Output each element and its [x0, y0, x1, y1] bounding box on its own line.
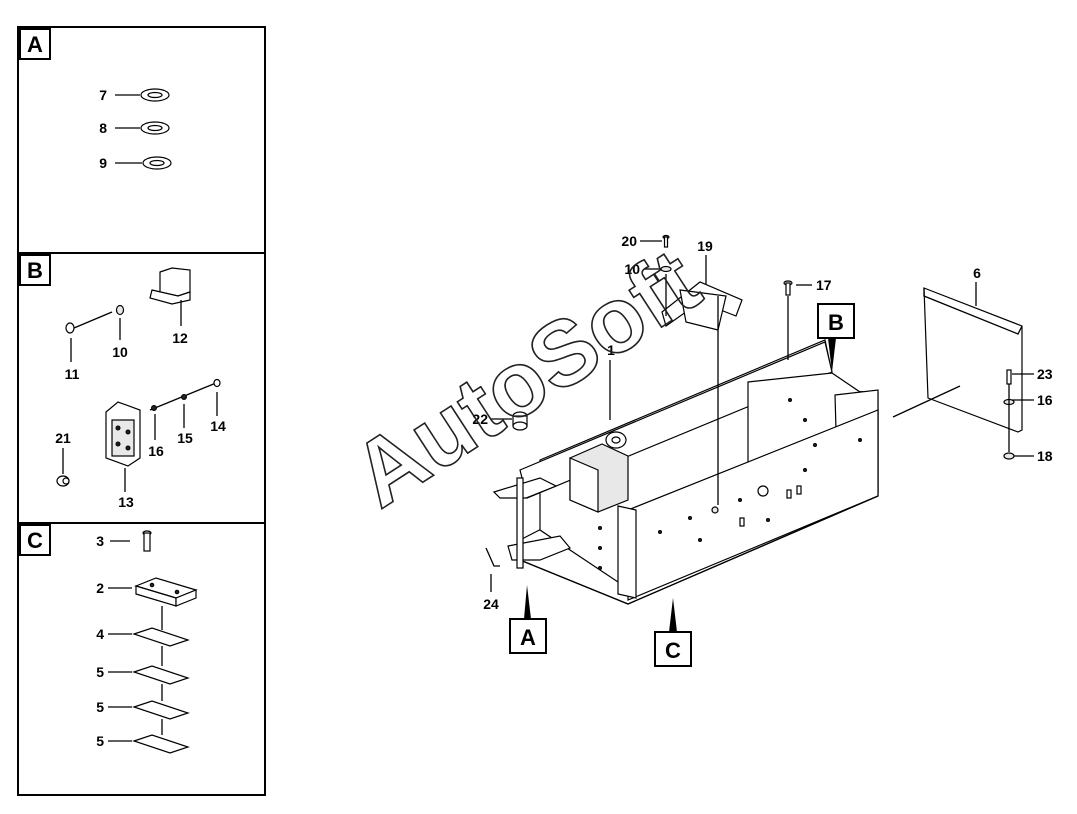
callout-10: 10 [112, 344, 128, 360]
callout-11: 11 [65, 366, 80, 382]
callout-24: 24 [483, 596, 499, 612]
shim-4 [108, 627, 190, 647]
shim-5-a [108, 665, 190, 685]
callout-20: 20 [621, 233, 637, 249]
detail-panel-c: C [17, 522, 266, 796]
bracket-12 [149, 267, 191, 326]
callout-15: 15 [177, 430, 193, 446]
view-tag-b: B [817, 303, 855, 372]
callout-16: 16 [148, 443, 164, 459]
callout-2: 2 [96, 580, 104, 596]
callout-5-a: 5 [96, 664, 104, 680]
callout-13: 13 [118, 494, 134, 510]
plate-2 [108, 577, 198, 630]
view-tag-c: C [654, 598, 692, 667]
washer-7 [115, 88, 170, 102]
washer-10 [115, 304, 125, 340]
washer-15 [181, 394, 187, 428]
frame-assembly [485, 234, 1023, 605]
svg-text:C: C [665, 638, 681, 663]
callout-23: 23 [1037, 366, 1053, 382]
callout-5-c: 5 [96, 733, 104, 749]
svg-text:B: B [828, 310, 844, 335]
panel-a-tag: A [27, 32, 43, 57]
detail-panel-a: A 7 8 9 [17, 26, 266, 254]
callout-10-main: 10 [624, 261, 640, 277]
callout-17: 17 [816, 277, 832, 293]
callout-16-main: 16 [1037, 392, 1053, 408]
main-callouts: 20 19 10 17 6 1 23 16 22 18 24 [472, 233, 1052, 612]
shim-5-b [108, 700, 190, 720]
callout-1: 1 [607, 342, 615, 358]
view-tag-a: A [509, 585, 547, 654]
callout-5-b: 5 [96, 699, 104, 715]
washer-8 [115, 121, 170, 135]
callout-14: 14 [210, 418, 226, 434]
callout-9: 9 [99, 155, 107, 171]
callout-8: 8 [99, 120, 107, 136]
washer-9 [115, 156, 172, 170]
bolt-3 [110, 530, 152, 552]
panel-c-tag: C [27, 528, 43, 553]
callout-19: 19 [697, 238, 713, 254]
main-leaders [490, 240, 1034, 592]
callout-22: 22 [472, 411, 488, 427]
cap-21 [56, 448, 70, 487]
panel-b-tag: B [27, 258, 43, 283]
detail-panel-b: B [17, 252, 266, 524]
callout-4: 4 [96, 626, 104, 642]
latch-13 [105, 401, 141, 492]
callout-18: 18 [1037, 448, 1053, 464]
callout-7: 7 [99, 87, 107, 103]
callout-6: 6 [973, 265, 981, 281]
callout-12: 12 [172, 330, 188, 346]
callout-21: 21 [55, 430, 71, 446]
svg-text:A: A [520, 625, 536, 650]
bolt-11 [65, 311, 113, 362]
callout-3: 3 [96, 533, 104, 549]
shim-5-c [108, 734, 190, 754]
washer-16 [151, 405, 157, 440]
